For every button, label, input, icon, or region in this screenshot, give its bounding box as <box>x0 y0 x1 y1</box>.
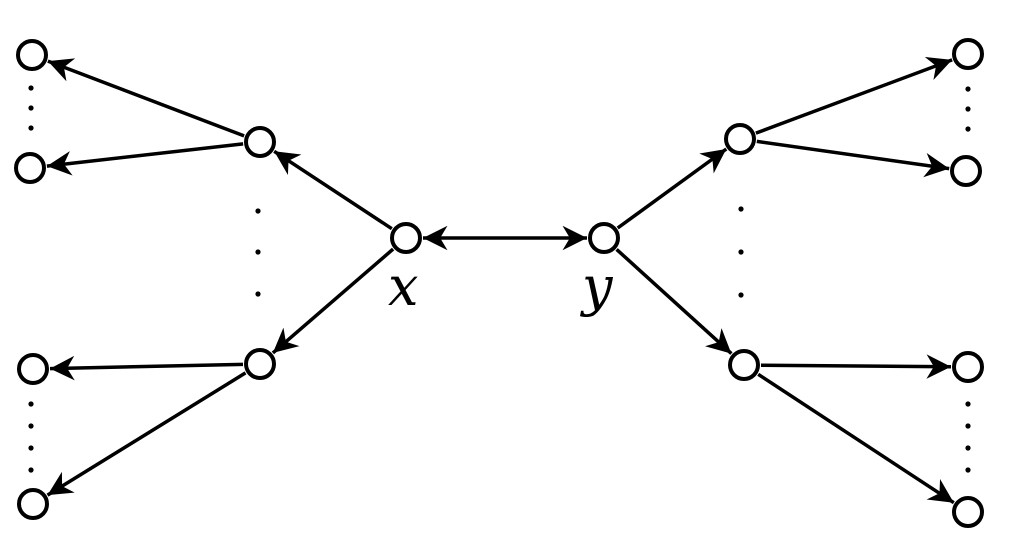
edge-left-lower-hub-to-left-leaf-4 <box>46 371 247 497</box>
ellipsis-dot-left-leaves-lower-4 <box>28 467 34 473</box>
ellipsis-dot-right-hubs-3 <box>738 292 744 298</box>
edges-layer <box>46 56 955 505</box>
ellipsis-dot-right-hubs-2 <box>738 249 744 255</box>
ellipsis-dot-left-leaves-lower-1 <box>28 401 34 407</box>
ellipsis-dot-left-hubs-1 <box>255 208 261 214</box>
ellipsis-dot-left-leaves-upper-2 <box>28 105 34 111</box>
ellipsis-dot-right-leaves-upper-1 <box>965 86 971 92</box>
node-x <box>390 222 422 254</box>
nodes-layer <box>14 38 984 528</box>
ellipsis-dot-right-leaves-lower-4 <box>965 467 971 473</box>
node-label-x: x <box>388 255 418 318</box>
ellipsis-dot-right-leaves-lower-2 <box>965 423 971 429</box>
node-right-leaf-3 <box>952 351 984 383</box>
edge-left-lower-hub-to-left-leaf-3 <box>49 355 244 381</box>
edge-y-to-right-lower-hub <box>615 248 733 355</box>
edge-right-upper-hub-to-right-leaf-1 <box>755 56 953 135</box>
edge-right-lower-hub-to-right-leaf-3 <box>760 354 952 379</box>
ellipsis-dot-right-leaves-upper-2 <box>965 106 971 112</box>
node-right-leaf-4 <box>952 496 984 528</box>
node-right-leaf-1 <box>952 38 984 70</box>
ellipsis-dot-left-leaves-lower-3 <box>28 445 34 451</box>
node-left-leaf-2 <box>14 152 46 184</box>
edge-left-upper-hub-to-left-leaf-2 <box>46 142 244 176</box>
edge-right-lower-hub-to-right-leaf-4 <box>757 372 955 505</box>
ellipsis-dot-left-leaves-lower-2 <box>28 423 34 429</box>
node-left-upper-hub <box>244 126 276 158</box>
node-label-y: y <box>580 255 614 318</box>
edge-y-to-right-upper-hub <box>616 147 728 230</box>
ellipsis-dot-right-leaves-upper-3 <box>965 126 971 132</box>
node-left-lower-hub <box>244 348 276 380</box>
edge-x-to-left-lower-hub <box>271 247 395 355</box>
ellipsis-dot-left-leaves-upper-1 <box>28 85 34 91</box>
node-left-leaf-4 <box>17 488 49 520</box>
node-left-leaf-3 <box>17 353 49 385</box>
ellipsis-dot-left-hubs-2 <box>255 249 261 255</box>
ellipsis-dot-right-leaves-lower-1 <box>965 401 971 407</box>
node-left-leaf-1 <box>16 39 48 71</box>
labels-layer: x y <box>388 255 614 318</box>
ellipsis-dot-left-hubs-3 <box>255 291 261 297</box>
node-right-upper-hub <box>724 123 756 155</box>
edge-left-upper-hub-to-left-leaf-1 <box>47 58 245 138</box>
ellipsis-dots-layer <box>28 85 971 473</box>
ellipsis-dot-right-hubs-1 <box>738 206 744 212</box>
edge-right-upper-hub-to-right-leaf-2 <box>756 139 950 178</box>
node-y <box>588 222 620 254</box>
node-right-lower-hub <box>728 349 760 381</box>
edge-x-to-left-upper-hub <box>273 149 393 231</box>
node-right-leaf-2 <box>950 155 982 187</box>
ellipsis-dot-left-leaves-upper-3 <box>28 125 34 131</box>
ellipsis-dot-right-leaves-lower-3 <box>965 445 971 451</box>
